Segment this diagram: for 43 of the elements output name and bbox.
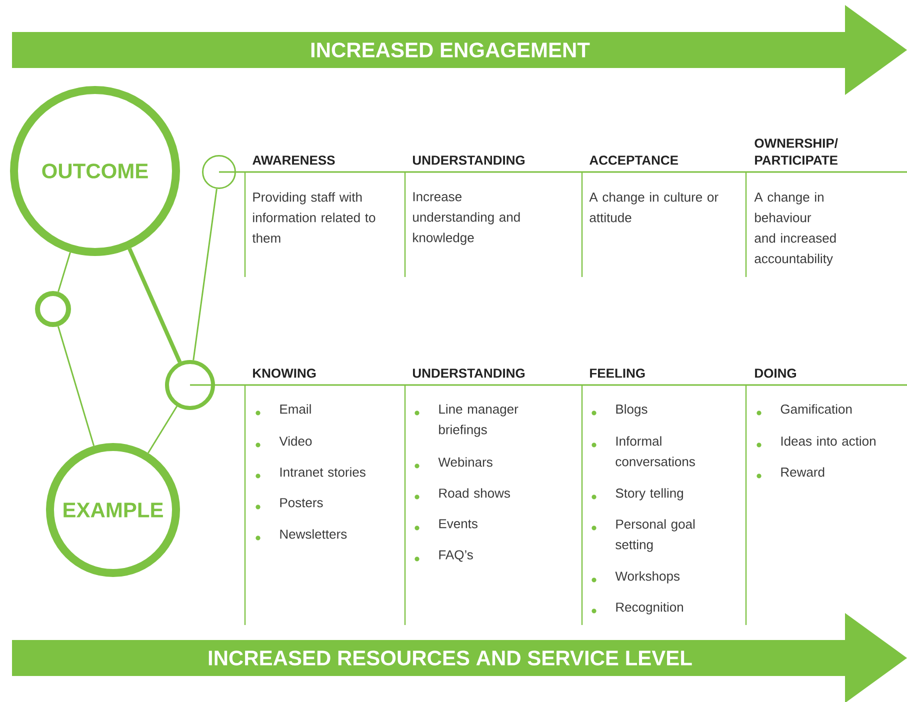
connector-line (57, 326, 95, 446)
bullet-item: Posters (256, 498, 323, 510)
small-circle (35, 291, 71, 327)
bullet-item: Email (256, 404, 311, 416)
description-text: A change in culture or attitude (589, 192, 718, 222)
arrow-banner: INCREASED RESOURCES AND SERVICE LEVEL (12, 613, 907, 702)
circle-label: EXAMPLE (46, 443, 180, 577)
connector-line (148, 406, 178, 454)
column-heading: DOING (755, 368, 796, 378)
connector-line (192, 188, 218, 360)
small-circle (165, 360, 215, 410)
description-text: A change in behaviour and increased accountability (754, 192, 836, 266)
bullet-item: Road shows (414, 488, 510, 500)
bullet-item: Recognition (592, 602, 683, 614)
bullet-item: Ideas into action (756, 436, 876, 448)
bullet-item: Video (256, 436, 312, 448)
bullet-item: FAQ’s (414, 550, 473, 562)
bullet-item: Informal conversations (592, 436, 695, 466)
description-text: Providing staff with information related to them (252, 192, 376, 243)
column-heading: UNDERSTANDING (413, 368, 525, 378)
connector-line (58, 252, 71, 292)
description-text: Increase understanding and knowledge (413, 192, 520, 245)
bullet-item: Blogs (592, 404, 648, 416)
column-heading: AWARENESS (252, 156, 335, 165)
bullet-item: Webinars (414, 457, 492, 468)
bullet-item: Intranet stories (256, 467, 366, 478)
column-heading: FEELING (590, 368, 645, 378)
arrow-banner: INCREASED ENGAGEMENT (12, 5, 907, 95)
column-heading: OWNERSHIP/ PARTICIPATE (754, 138, 838, 165)
small-circle (202, 155, 236, 189)
connector-line (128, 248, 182, 363)
bullet-item: Gamification (756, 404, 852, 416)
bullet-item: Personal goal setting (592, 519, 695, 552)
column-heading: KNOWING (253, 368, 316, 378)
bullet-item: Newsletters (256, 529, 347, 540)
column-heading: UNDERSTANDING (413, 156, 525, 165)
bullet-item: Line manager briefings (414, 404, 518, 437)
bullet-item: Workshops (592, 571, 680, 584)
bullet-item: Story telling (592, 488, 683, 500)
bullet-item: Events (414, 519, 478, 530)
circle-label: OUTCOME (10, 86, 180, 256)
bullet-item: Reward (756, 467, 824, 478)
column-heading: ACCEPTANCE (590, 156, 678, 165)
